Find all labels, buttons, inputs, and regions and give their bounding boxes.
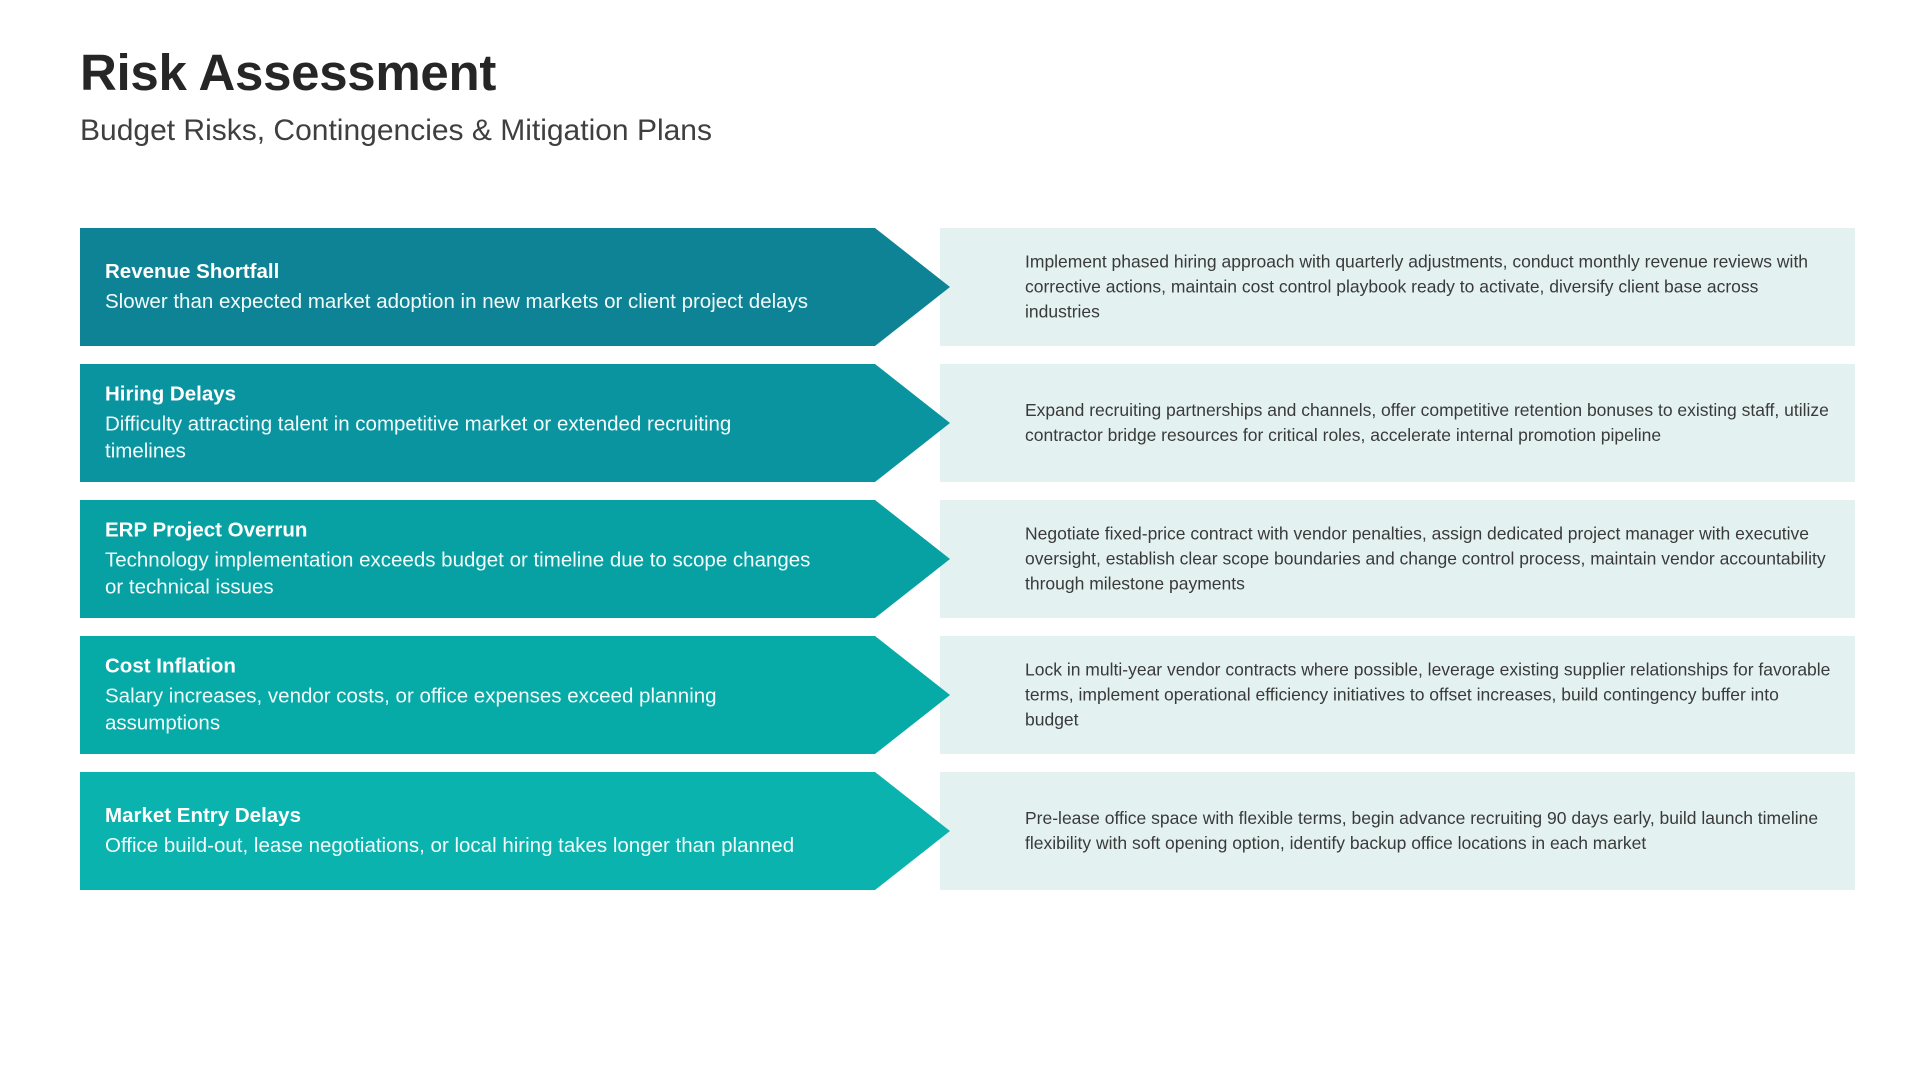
risk-description: Salary increases, vendor costs, or offic… xyxy=(105,684,717,735)
mitigation-text: Expand recruiting partnerships and chann… xyxy=(1025,400,1829,445)
risk-arrow-shape[interactable] xyxy=(80,772,950,890)
mitigation-panel xyxy=(940,772,1855,890)
risk-arrow-shape[interactable] xyxy=(80,364,950,482)
mitigation-text: Pre-lease office space with flexible ter… xyxy=(1025,808,1819,853)
mitigation-panel xyxy=(940,228,1855,346)
risk-description: Office build-out, lease negotiations, or… xyxy=(105,833,795,857)
risk-arrow-shape[interactable] xyxy=(80,228,950,346)
risk-arrow-shape[interactable] xyxy=(80,500,950,618)
page-title: Risk Assessment xyxy=(80,44,497,101)
mitigation-text: Negotiate fixed-price contract with vend… xyxy=(1025,523,1826,594)
mitigation-panel xyxy=(940,364,1855,482)
mitigation-panel xyxy=(940,500,1855,618)
risk-arrow-shape[interactable] xyxy=(80,636,950,754)
risk-description: Slower than expected market adoption in … xyxy=(105,289,809,313)
risk-title: ERP Project Overrun xyxy=(105,518,308,542)
risk-title: Hiring Delays xyxy=(105,382,237,406)
risk-title: Market Entry Delays xyxy=(105,804,301,828)
mitigation-text: Implement phased hiring approach with qu… xyxy=(1025,251,1809,322)
slide-header: Risk Assessment Budget Risks, Contingenc… xyxy=(80,44,1780,149)
risk-description: Technology implementation exceeds budget… xyxy=(105,548,811,599)
mitigation-panel xyxy=(940,636,1855,754)
risk-title: Revenue Shortfall xyxy=(105,260,280,284)
risk-title: Cost Inflation xyxy=(105,654,236,678)
mitigation-text: Lock in multi-year vendor contracts wher… xyxy=(1025,659,1831,730)
page-subtitle: Budget Risks, Contingencies & Mitigation… xyxy=(80,114,712,148)
risk-description: Difficulty attracting talent in competit… xyxy=(105,412,732,463)
